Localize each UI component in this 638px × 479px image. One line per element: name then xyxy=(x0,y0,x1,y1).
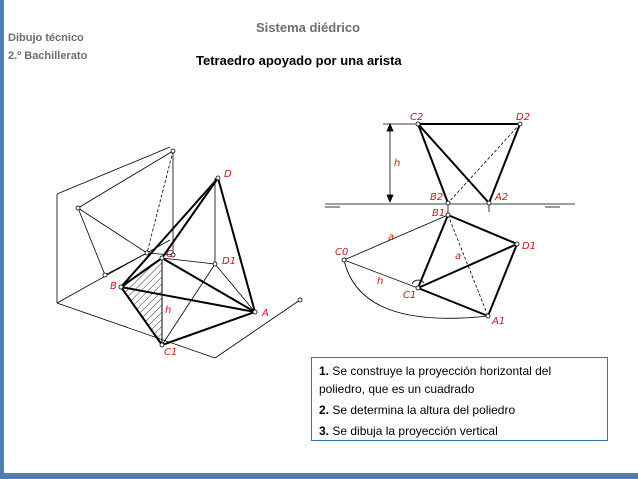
hatched-triangle xyxy=(120,257,163,347)
label-C0: C0 xyxy=(335,247,348,258)
label-h-arc: h xyxy=(377,276,383,287)
step-2-text: Se determina la altura del poliedro xyxy=(329,403,516,417)
height-dimension xyxy=(383,122,418,204)
label-A-left: A xyxy=(261,308,269,319)
label-D2: D2 xyxy=(516,112,530,123)
step-1: 1. Se construye la proyección horizontal… xyxy=(319,362,600,398)
label-C-left: C xyxy=(166,249,173,260)
left-tetrahedron xyxy=(120,177,256,346)
step-2-number: 2. xyxy=(319,403,330,417)
label-h-left: h xyxy=(165,305,171,316)
left-construction-lines xyxy=(77,150,256,346)
step-1-text: Se construye la proyección horizontal de… xyxy=(319,364,552,396)
label-h-right: h xyxy=(394,158,400,169)
slide-subtitle: Tetraedro apoyado por una arista xyxy=(196,53,402,68)
label-B-left: B xyxy=(110,281,117,292)
label-a-upper: a xyxy=(388,232,394,243)
level-label: 2.º Bachillerato xyxy=(8,50,88,62)
slide-title: Sistema diédrico xyxy=(256,20,361,35)
label-D1-right: D1 xyxy=(522,241,536,252)
label-B1: B1 xyxy=(432,208,445,219)
label-A2: A2 xyxy=(494,192,508,203)
step-3: 3. Se dibuja la proyección vertical xyxy=(319,422,600,440)
ground-line xyxy=(325,203,575,208)
step-1-number: 1. xyxy=(319,364,330,378)
step-3-text: Se dibuja la proyección vertical xyxy=(329,424,498,438)
label-a-square: a xyxy=(455,251,461,262)
vertical-projection xyxy=(417,123,521,215)
left-points xyxy=(75,148,303,348)
frame-left-bar xyxy=(0,0,4,479)
perspective-planes xyxy=(56,146,301,359)
label-C1-right: C1 xyxy=(403,290,416,301)
steps-box: 1. Se construye la proyección horizontal… xyxy=(311,357,608,441)
label-C1-left: C1 xyxy=(164,347,177,358)
label-A1: A1 xyxy=(491,316,505,327)
label-C2: C2 xyxy=(410,112,423,123)
label-D: D xyxy=(224,169,232,180)
step-2: 2. Se determina la altura del poliedro xyxy=(319,401,600,419)
right-points xyxy=(341,121,523,319)
frame-bottom-bar xyxy=(0,473,638,479)
course-label: Dibujo técnico xyxy=(8,32,84,44)
horizontal-projection xyxy=(343,213,519,319)
label-B2: B2 xyxy=(430,192,443,203)
step-3-number: 3. xyxy=(319,424,330,438)
label-D1-left: D1 xyxy=(222,256,236,267)
